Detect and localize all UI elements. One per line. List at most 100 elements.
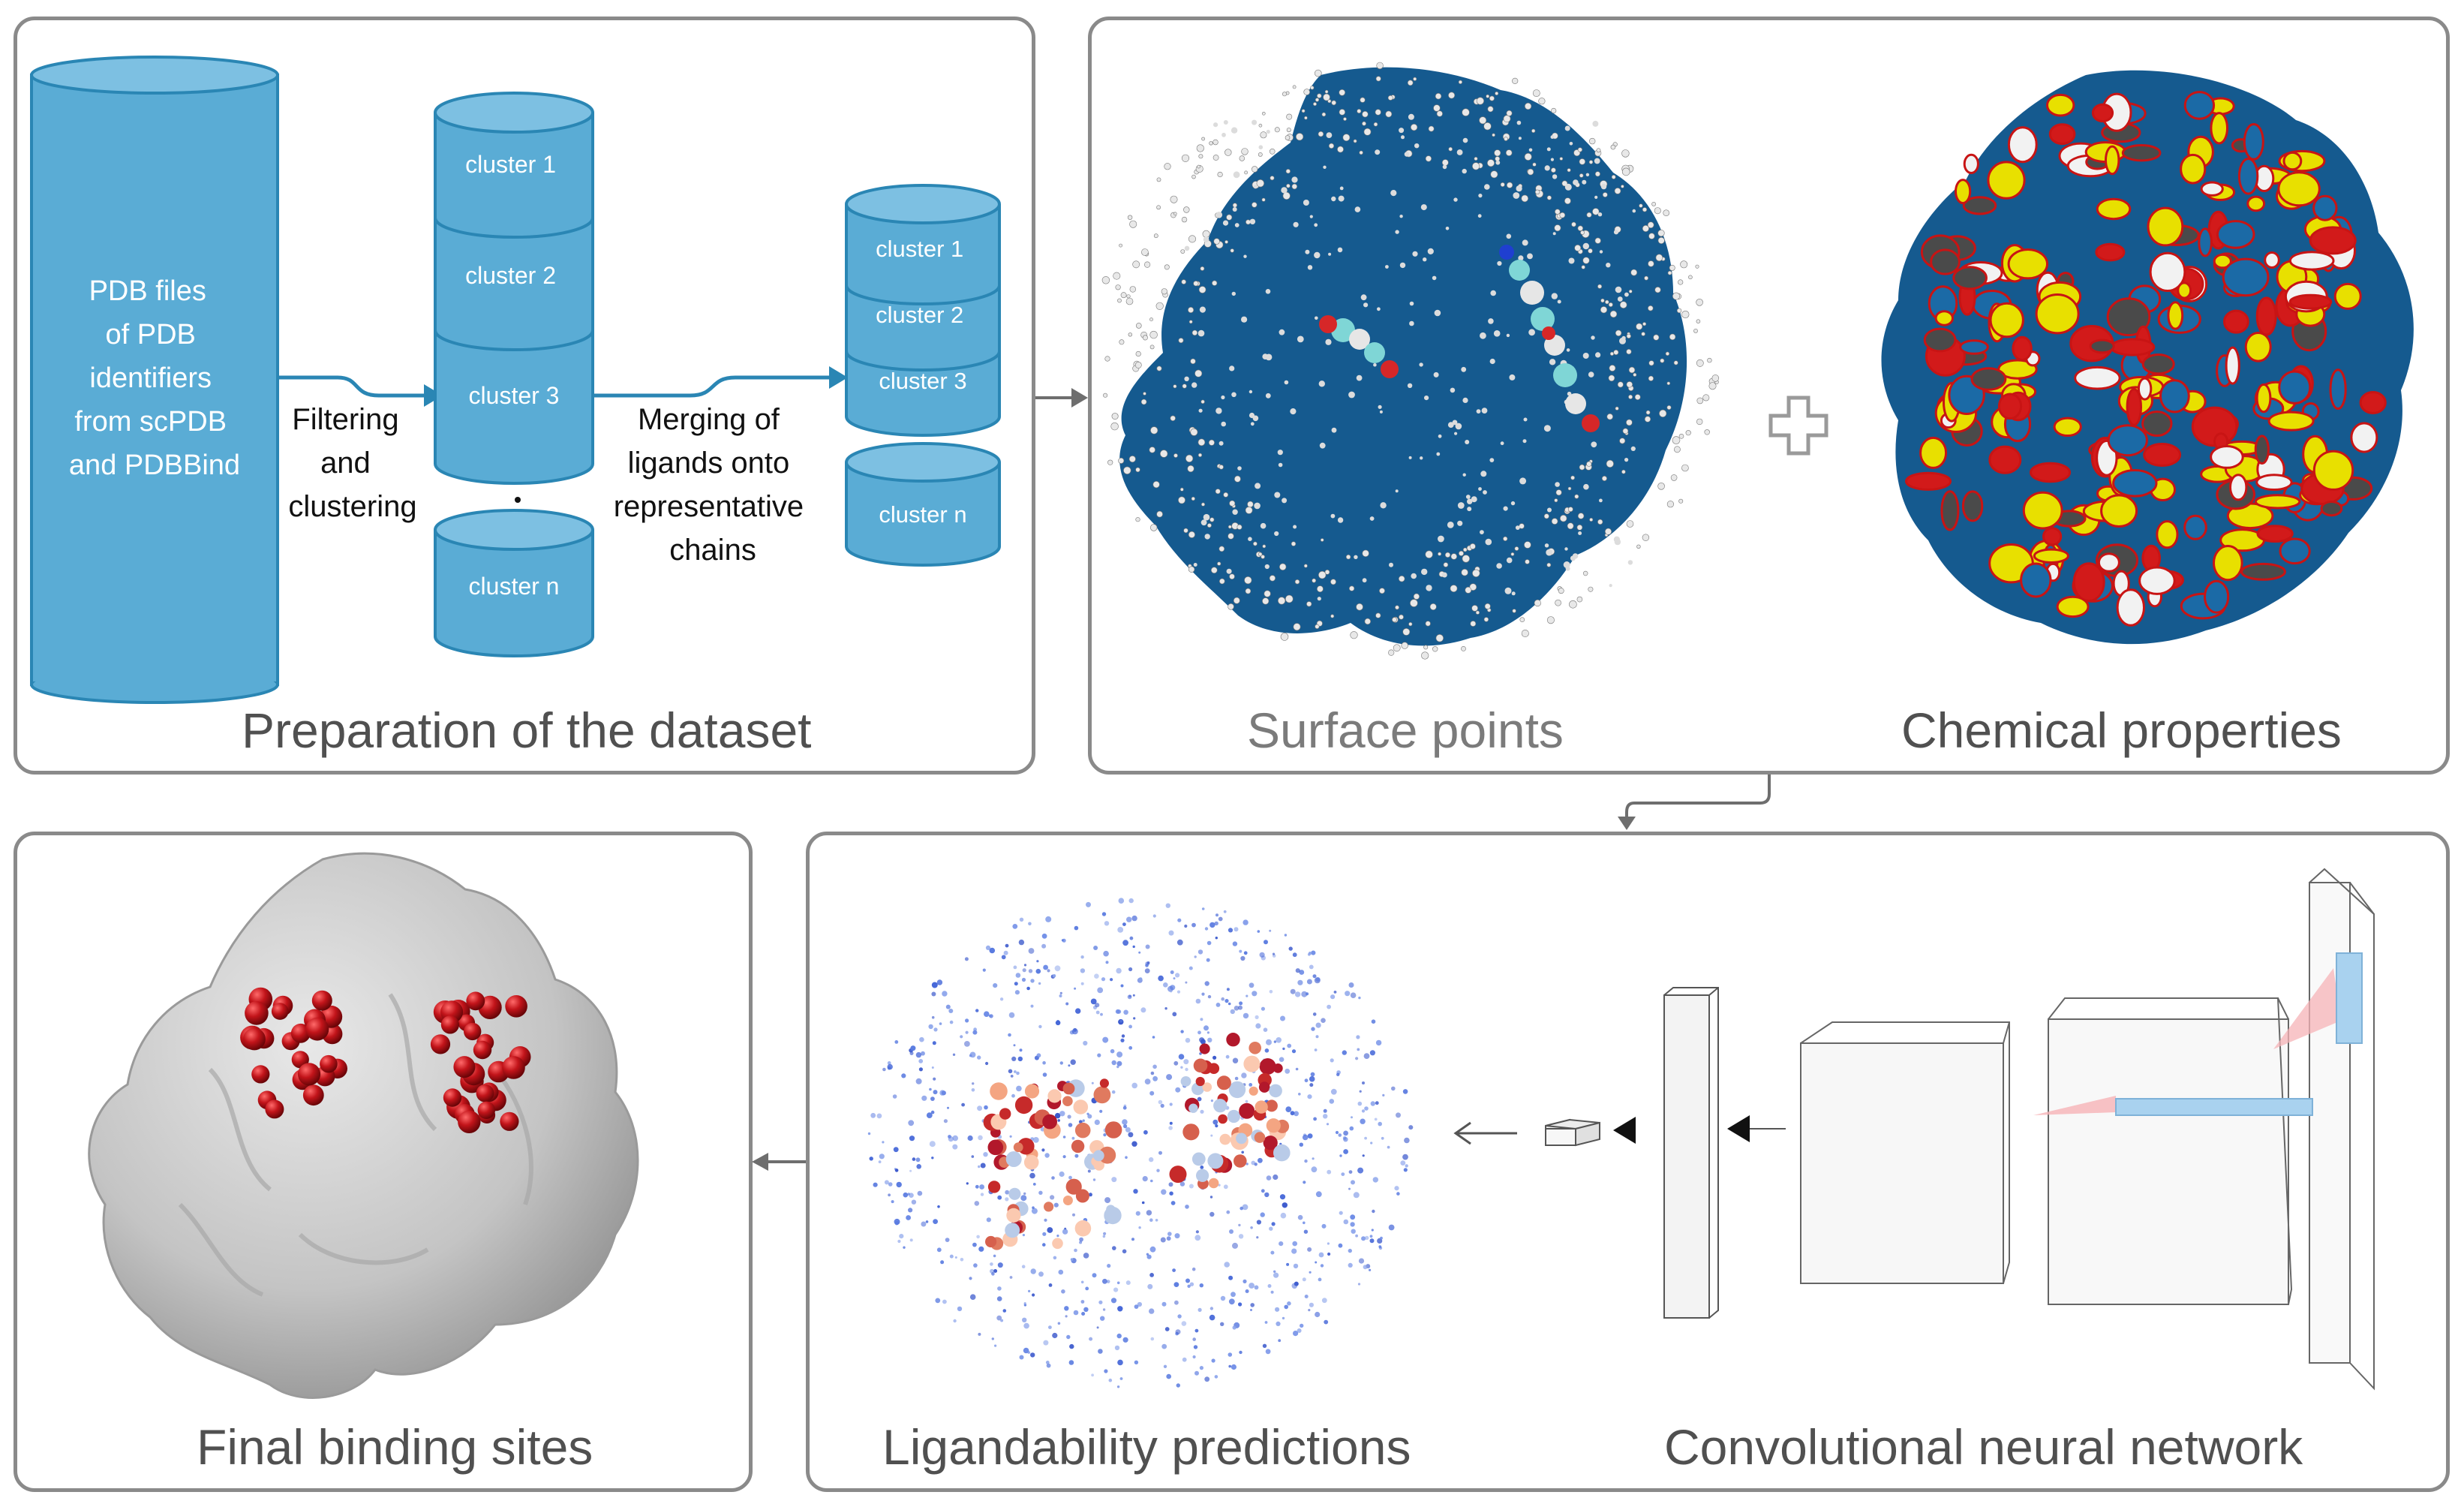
prediction-point [1161, 1189, 1167, 1195]
prediction-point [1176, 939, 1183, 946]
surface-point [1255, 483, 1261, 489]
prediction-point [887, 1061, 891, 1065]
chemical-patch [2256, 525, 2294, 543]
surface-point [1343, 117, 1347, 121]
prediction-point [1188, 1103, 1198, 1113]
right-cluster-stack: cluster 1 cluster 2 cluster 3 cluster n [845, 184, 1001, 567]
chemical-patch [2053, 417, 2082, 437]
prediction-point [1280, 1212, 1287, 1219]
surface-point [1219, 578, 1225, 585]
prediction-point [1239, 1102, 1255, 1119]
surface-point [1478, 194, 1483, 198]
prediction-point [1304, 1078, 1309, 1083]
surface-point [1653, 334, 1660, 341]
prediction-point [1400, 1160, 1406, 1166]
surface-point [1218, 465, 1224, 470]
surface-point [1588, 160, 1594, 164]
surface-point [1467, 498, 1473, 504]
prediction-point [1061, 1289, 1065, 1294]
prediction-point [1357, 1167, 1364, 1174]
surface-point [1523, 417, 1528, 422]
prediction-point [978, 1165, 981, 1169]
prediction-point [1240, 955, 1246, 961]
prediction-point [1343, 1219, 1349, 1225]
surface-point [1318, 131, 1324, 137]
surface-point [1636, 323, 1643, 330]
surface-point [1330, 614, 1335, 618]
prediction-point [1065, 1002, 1069, 1006]
prediction-point [1327, 1242, 1330, 1245]
surface-point [1500, 182, 1505, 188]
prediction-point [1225, 1054, 1230, 1059]
prediction-point [1196, 1169, 1209, 1182]
prediction-point [1254, 1285, 1259, 1290]
prediction-point [986, 1217, 991, 1223]
prediction-point [1003, 950, 1008, 955]
prediction-point [1312, 1157, 1315, 1160]
surface-point [1628, 394, 1633, 399]
prediction-point [1273, 1063, 1283, 1073]
surface-point [1303, 564, 1308, 568]
chemical-patch [2112, 469, 2158, 498]
prediction-point [1144, 1078, 1151, 1084]
surface-point [1429, 603, 1437, 610]
surface-point [1317, 597, 1321, 601]
surface-point [1552, 232, 1556, 236]
prediction-point [942, 991, 948, 997]
surface-point [1436, 452, 1441, 456]
surface-point [1624, 292, 1629, 297]
chemical-patch [2183, 91, 2216, 120]
prediction-point [1009, 1276, 1013, 1279]
prediction-point [1212, 1119, 1218, 1125]
prediction-point [988, 1014, 992, 1018]
prediction-point [1141, 1201, 1145, 1205]
prediction-point [918, 1067, 923, 1072]
chemical-patch [2007, 126, 2038, 164]
surface-point [1480, 530, 1484, 534]
prediction-point [996, 1296, 1002, 1301]
prediction-point [1304, 1295, 1309, 1298]
prediction-point [1175, 973, 1180, 978]
prediction-point [1228, 1298, 1235, 1305]
surface-point [1681, 310, 1690, 319]
prediction-point [1204, 1376, 1210, 1382]
chemical-patch [2143, 443, 2182, 467]
prediction-point [1327, 1004, 1331, 1009]
surface-point [1218, 441, 1224, 446]
binding-sphere [265, 1099, 284, 1119]
prediction-point [954, 1256, 957, 1259]
prediction-point [1149, 1218, 1153, 1222]
prediction-point [876, 1113, 882, 1119]
chemical-patch [2007, 248, 2049, 280]
prediction-point [1160, 1103, 1164, 1108]
prediction-point [1258, 1157, 1263, 1163]
prediction-point [980, 1163, 986, 1169]
binding-sphere [466, 991, 485, 1011]
binding-sphere [305, 1017, 329, 1041]
surface-point [1339, 89, 1346, 96]
prediction-point [1355, 1234, 1358, 1238]
prediction-point [1116, 967, 1122, 974]
surface-point [1511, 591, 1516, 596]
prediction-point [990, 1082, 1008, 1100]
surface-point [1486, 94, 1490, 98]
chemical-patch [1940, 490, 1960, 531]
prediction-point [1110, 1048, 1115, 1054]
surface-point [1546, 549, 1553, 556]
prediction-point [897, 1239, 901, 1244]
surface-point [1524, 541, 1531, 549]
surface-point [1462, 168, 1467, 174]
surface-point [1476, 409, 1481, 414]
surface-point [1363, 128, 1372, 136]
cluster-label: cluster 2 [876, 302, 963, 328]
surface-point [1217, 171, 1223, 178]
prediction-point [1315, 977, 1321, 982]
prediction-point [1327, 1252, 1331, 1256]
surface-point [1356, 603, 1363, 611]
surface-point [1594, 237, 1601, 244]
prediction-point [1137, 1301, 1142, 1307]
surface-point [1487, 106, 1494, 113]
surface-point [1490, 290, 1496, 296]
surface-point [1164, 264, 1170, 270]
surface-point [1527, 253, 1533, 260]
